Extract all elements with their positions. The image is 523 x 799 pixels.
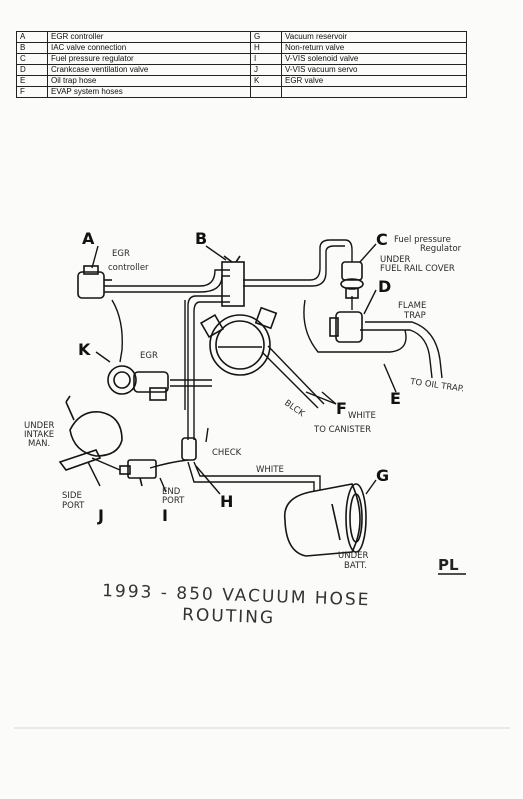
non-return-valve-icon [181, 437, 197, 461]
note-flame-trap-1: FLAME [398, 301, 426, 311]
legend-value: EVAP system hoses [47, 86, 251, 98]
hose-network [91, 239, 443, 492]
label-a: A [82, 229, 95, 248]
label-i: I [162, 506, 168, 525]
note-end-port-2: PORT [162, 496, 185, 506]
label-k: K [78, 340, 91, 359]
note-flame-trap-2: TRAP [403, 311, 426, 321]
label-d: D [378, 277, 391, 296]
label-h: H [220, 492, 233, 511]
fuel-pressure-regulator-icon [340, 261, 364, 299]
note-side-port-1: SIDE [62, 491, 82, 501]
note-white: WHITE [256, 465, 284, 475]
note-white-f: WHITE [348, 411, 376, 421]
note-check: CHECK [212, 448, 242, 458]
vvis-vacuum-servo-icon [58, 395, 123, 471]
note-fuel-pressure-2: Regulator [420, 244, 462, 254]
egr-controller-icon [77, 265, 112, 299]
note-end-port-1: END [162, 487, 181, 497]
note-to-canister: TO CANISTER [313, 425, 371, 435]
egr-valve-icon [107, 365, 169, 401]
note-egr: EGR [140, 351, 158, 361]
leader-lines [87, 243, 397, 495]
note-under-intake-1: UNDER [24, 421, 54, 431]
note-under-rail-2: FUEL RAIL COVER [380, 264, 455, 274]
label-b: B [195, 229, 207, 248]
note-egr-controller-1: EGR [112, 249, 130, 259]
label-g: G [376, 466, 389, 485]
note-under-intake-2: INTAKE [24, 430, 54, 440]
iac-valve-icon [221, 255, 245, 307]
throttle-body-icon [199, 306, 278, 376]
note-to-oil-trap: TO OIL TRAP. [409, 377, 465, 395]
vvis-solenoid-valve-icon [119, 459, 157, 487]
diagram-title-line2: ROUTING [182, 605, 276, 628]
vacuum-reservoir-icon [283, 483, 367, 557]
note-under-intake-3: MAN. [28, 439, 50, 449]
signature: PL [438, 556, 459, 574]
note-fuel-pressure-1: Fuel pressure [394, 235, 451, 245]
label-e: E [390, 389, 401, 408]
note-blk: BLCK [282, 398, 306, 419]
note-under-rail-1: UNDER [380, 255, 410, 265]
note-under-batt-1: UNDER [338, 551, 368, 561]
legend-value [281, 86, 467, 98]
label-f: F [336, 399, 347, 418]
crankcase-ventilation-valve-icon [329, 311, 363, 343]
note-side-port-2: PORT [62, 501, 85, 511]
note-under-batt-2: BATT. [344, 561, 367, 571]
label-j: J [97, 506, 104, 525]
label-c: C [376, 230, 388, 249]
note-egr-controller-2: controller [108, 263, 149, 273]
